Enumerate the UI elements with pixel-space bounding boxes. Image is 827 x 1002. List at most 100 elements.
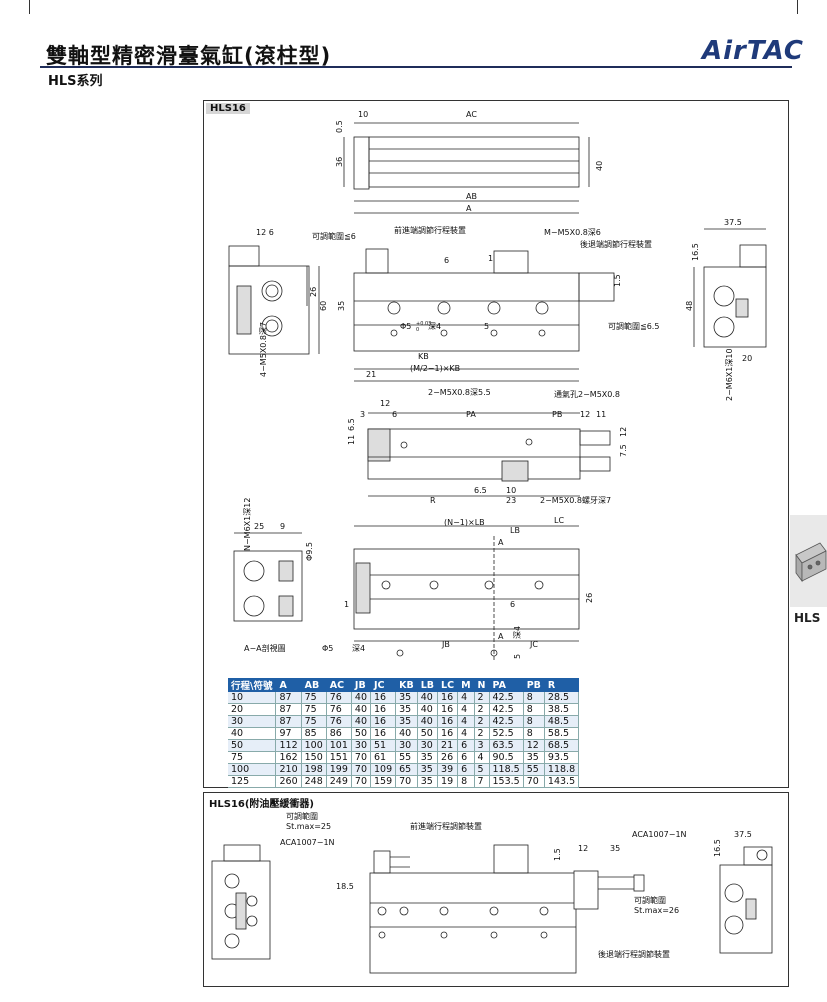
dim-jb: JB bbox=[441, 640, 450, 649]
table-cell: 58.5 bbox=[544, 727, 580, 740]
dim-37-5: 37.5 bbox=[734, 830, 752, 839]
table-cell: 39 bbox=[437, 763, 459, 776]
table-cell: 90.5 bbox=[489, 751, 524, 764]
dim-deep4c: 深4 bbox=[513, 626, 522, 639]
table-cell: 20 bbox=[228, 703, 277, 716]
note-front-adjuster: 前進端調節行程裝置 bbox=[394, 225, 466, 235]
note-adjust-26a: 可調範圍 bbox=[634, 895, 666, 905]
table-cell: 40 bbox=[395, 727, 418, 740]
table-cell: 52.5 bbox=[489, 727, 524, 740]
table-cell: 76 bbox=[326, 715, 352, 728]
table-cell: 30 bbox=[395, 739, 418, 752]
dim-40: 40 bbox=[595, 161, 604, 171]
table-cell: 40 bbox=[417, 692, 439, 704]
table-cell: 199 bbox=[326, 763, 352, 776]
dim-4-m5: 4−M5X0.8深7 bbox=[259, 322, 268, 377]
table-header: LB bbox=[417, 678, 439, 692]
table-cell: 248 bbox=[301, 775, 327, 788]
dim-kb: KB bbox=[418, 352, 429, 361]
table-cell: 118.8 bbox=[544, 763, 580, 776]
note-m-m5: M−M5X0.8深6 bbox=[544, 228, 601, 237]
table-cell: 16 bbox=[370, 715, 397, 728]
table-header: M bbox=[457, 678, 475, 692]
page-title: 雙軸型精密滑臺氣缸(滾柱型) bbox=[46, 44, 332, 68]
table-cell: 35 bbox=[395, 703, 418, 716]
table-header: KB bbox=[395, 678, 418, 692]
dim-12: 12 bbox=[380, 399, 390, 408]
dim-48: 48 bbox=[685, 301, 694, 311]
table-cell: 97 bbox=[275, 727, 302, 740]
table-cell: 51 bbox=[370, 739, 397, 752]
table-cell: 2 bbox=[474, 703, 490, 716]
dim-26: 26 bbox=[309, 287, 318, 297]
table-cell: 3 bbox=[474, 739, 490, 752]
dim-10: 10 bbox=[358, 110, 368, 119]
table-header: JC bbox=[370, 678, 397, 692]
note-rear-adjuster: 後退端調節行程裝置 bbox=[580, 239, 652, 249]
dim-6b: 6 bbox=[392, 410, 397, 419]
dim-lc: LC bbox=[554, 516, 564, 525]
dim-1b: 1 bbox=[344, 600, 349, 609]
dim-36: 36 bbox=[335, 157, 344, 167]
dim-20: 20 bbox=[742, 354, 752, 363]
spec-table: 行程\符號 A AB AC JB JC KB LB LC M N PA PB R… bbox=[228, 678, 580, 788]
table-cell: 35 bbox=[523, 751, 545, 764]
table-cell: 159 bbox=[370, 775, 397, 788]
dim-21: 21 bbox=[366, 370, 376, 379]
note-adjust-6-5: 可調範圍≦6.5 bbox=[608, 321, 659, 331]
dim-a-section: A bbox=[498, 538, 504, 547]
note-adjust-6: 可調範圍≦6 bbox=[312, 231, 356, 241]
table-cell: 42.5 bbox=[489, 703, 524, 716]
dim-12: 12 bbox=[578, 844, 588, 853]
dim-pb: PB bbox=[552, 410, 562, 419]
table-cell: 87 bbox=[275, 715, 302, 728]
table-cell: 70 bbox=[351, 751, 372, 764]
drawing-panel-hls16: HLS16 bbox=[203, 100, 789, 788]
dim-16-5: 16.5 bbox=[691, 243, 700, 261]
note-aca-2: ACA1007−1N bbox=[632, 830, 687, 839]
technical-drawing-bottom: 可調範圍 St.max=25 ACA1007−1N 前進端行程調節裝置 ACA1… bbox=[211, 811, 773, 974]
table-cell: 30 bbox=[351, 739, 372, 752]
table-cell: 48.5 bbox=[544, 715, 580, 728]
table-cell: 30 bbox=[228, 715, 277, 728]
table-cell: 16 bbox=[437, 703, 459, 716]
table-header: LC bbox=[437, 678, 459, 692]
table-cell: 65 bbox=[395, 763, 418, 776]
table-cell: 6 bbox=[457, 751, 475, 764]
table-cell: 8 bbox=[523, 692, 545, 704]
table-cell: 4 bbox=[457, 703, 475, 716]
table-cell: 8 bbox=[523, 703, 545, 716]
dim-a: A bbox=[466, 204, 472, 213]
table-cell: 150 bbox=[301, 751, 327, 764]
table-cell: 40 bbox=[351, 692, 372, 704]
table-cell: 16 bbox=[370, 727, 397, 740]
dim-deep4: 深4 bbox=[428, 322, 441, 331]
series-side-tab[interactable]: HLS bbox=[790, 515, 827, 625]
table-cell: 100 bbox=[301, 739, 327, 752]
dim-23: 23 bbox=[506, 496, 516, 505]
dim-ac: AC bbox=[466, 110, 477, 119]
table-cell: 21 bbox=[437, 739, 459, 752]
note-front-adjuster: 前進端行程調節裝置 bbox=[410, 821, 482, 831]
table-cell: 16 bbox=[437, 715, 459, 728]
table-cell: 16 bbox=[370, 692, 397, 704]
dim-lb: LB bbox=[510, 526, 520, 535]
table-header: AC bbox=[326, 678, 352, 692]
dim-11b: 11 bbox=[347, 435, 356, 445]
table-cell: 153.5 bbox=[489, 775, 524, 788]
dim-6-5b: 6.5 bbox=[474, 486, 487, 495]
dim-phi5: Φ5 bbox=[400, 322, 411, 331]
dim-tol: +0.03 bbox=[416, 321, 431, 327]
table-header: JB bbox=[351, 678, 372, 692]
table-cell: 42.5 bbox=[489, 692, 524, 704]
table-cell: 151 bbox=[326, 751, 352, 764]
dim-phi5c: Φ5 bbox=[322, 644, 333, 653]
dim-m2kb: (M/2−1)×KB bbox=[410, 364, 460, 373]
note-section-aa: A−A剖視圖 bbox=[244, 643, 286, 653]
table-cell: 55 bbox=[395, 751, 418, 764]
table-header: 行程\符號 bbox=[228, 678, 277, 692]
table-cell: 8 bbox=[523, 715, 545, 728]
table-cell: 260 bbox=[275, 775, 302, 788]
